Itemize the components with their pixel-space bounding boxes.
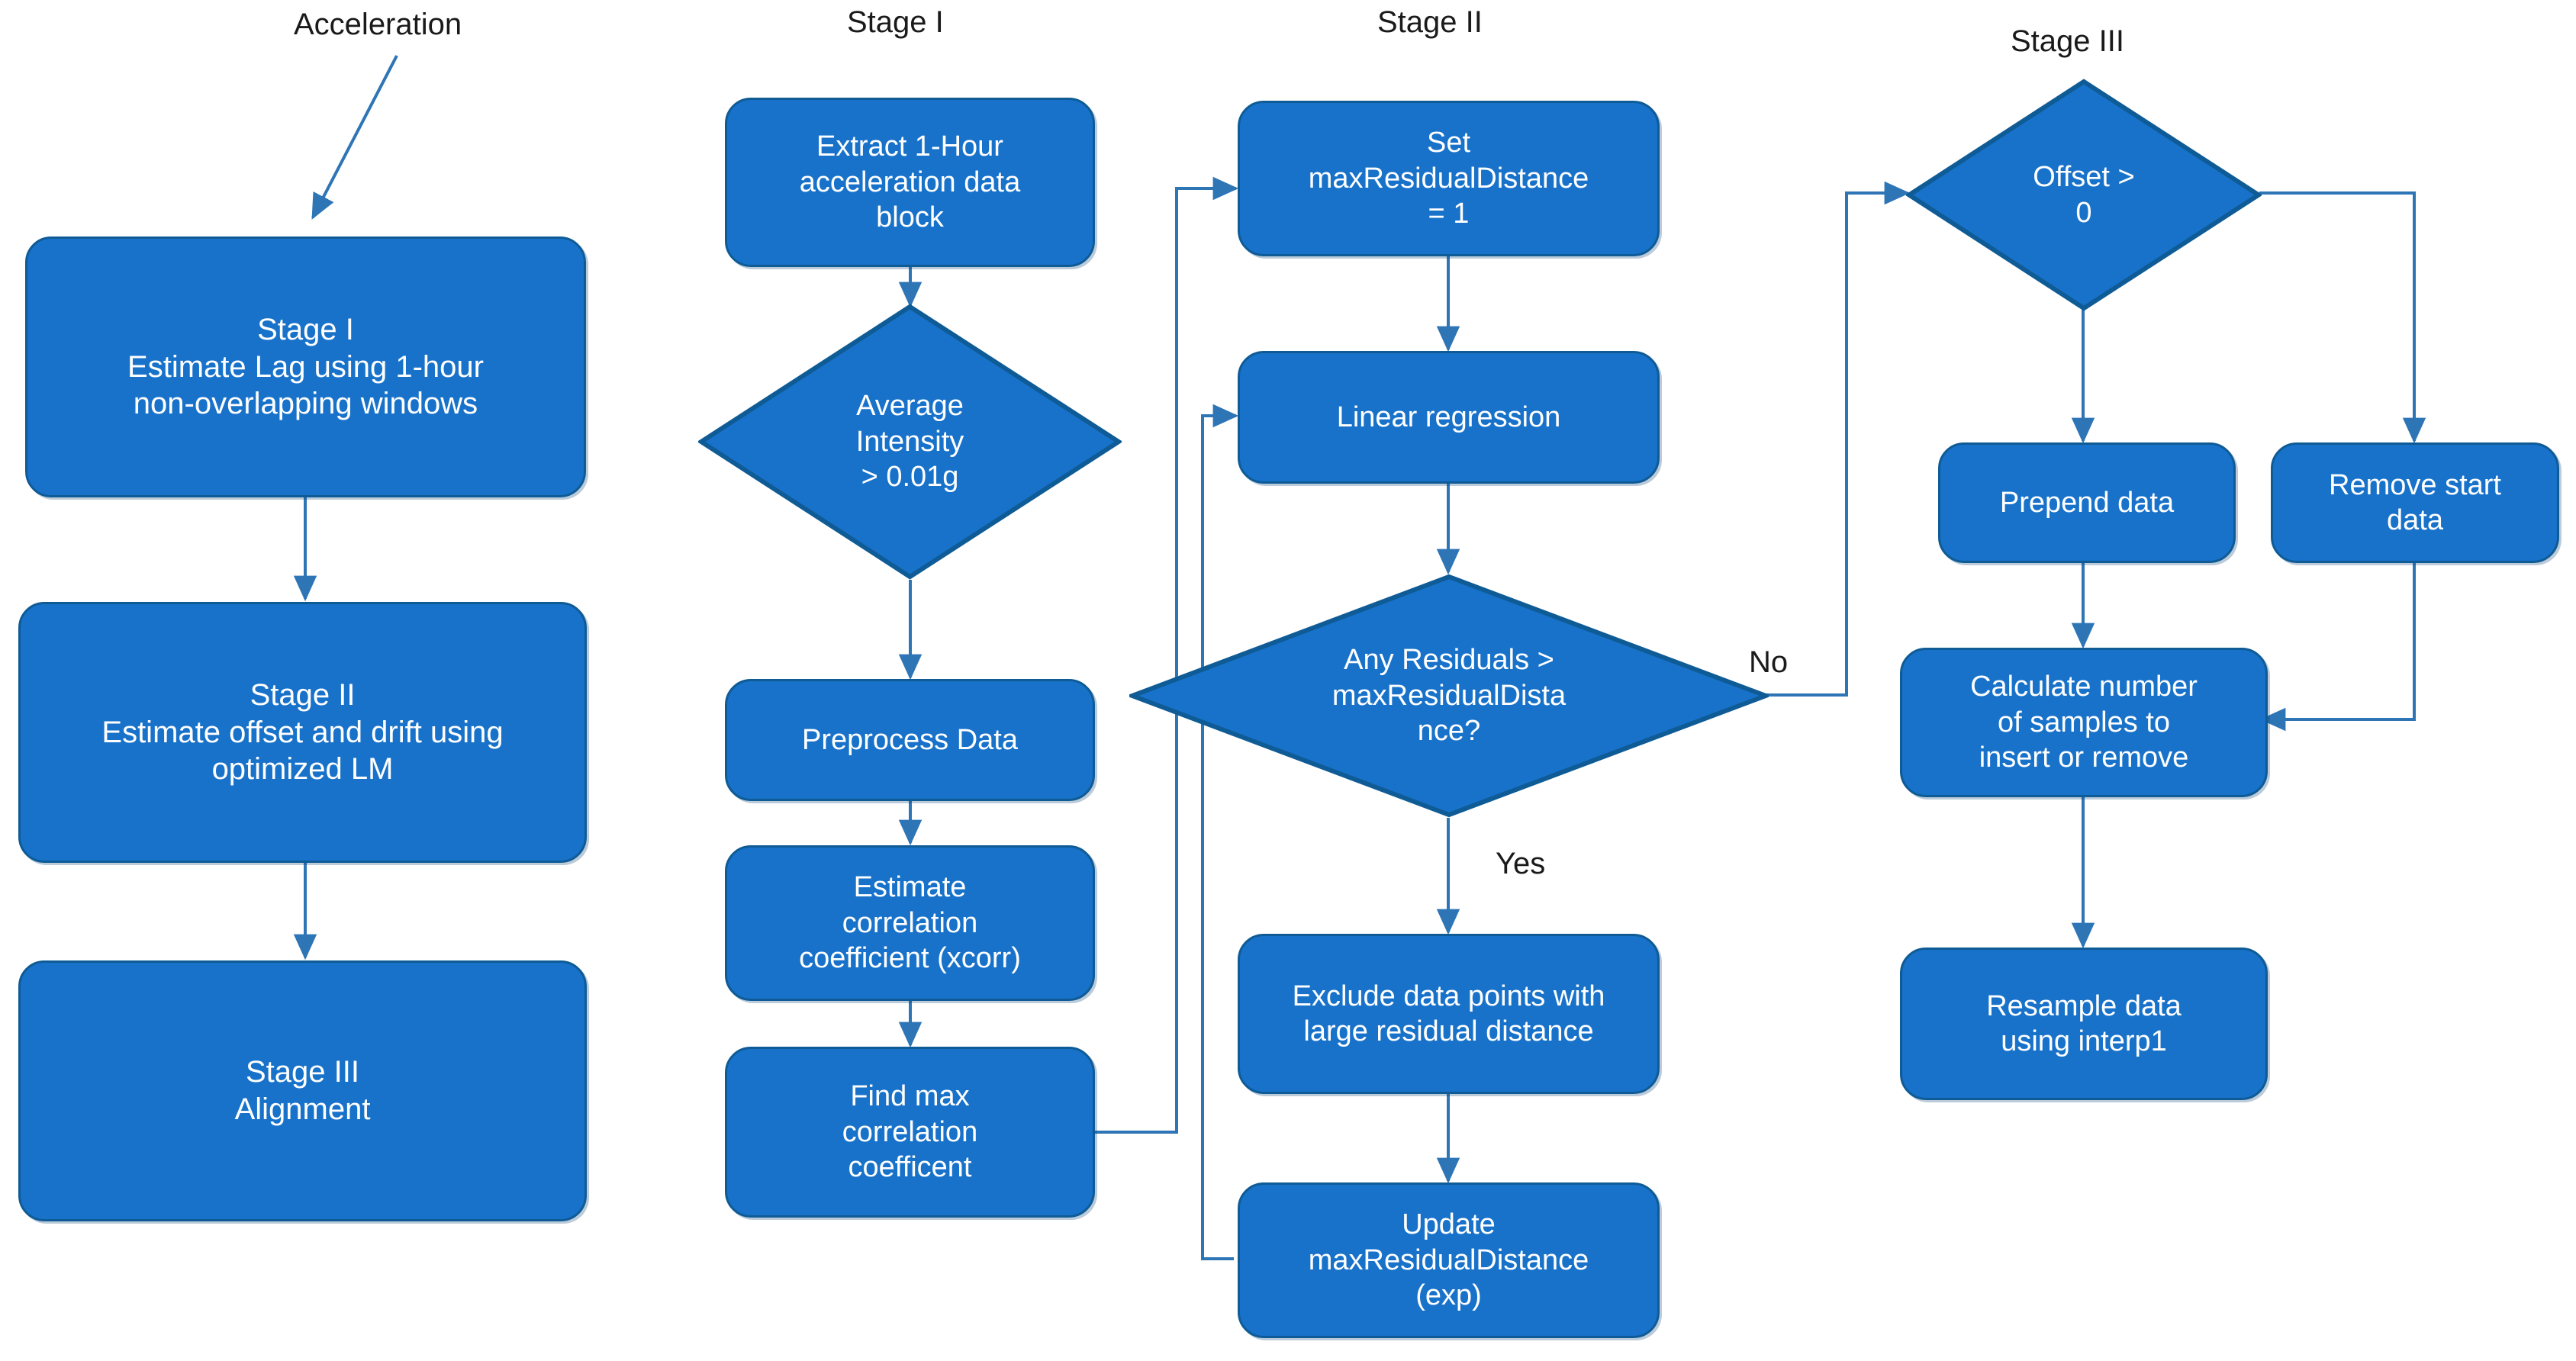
edge-anyres-no-to-offset [1764,181,1911,697]
edge-label-yes: Yes [1496,847,1546,880]
edge-removestart-to-calcsamples [2259,561,2416,732]
node-set-max-residual-distance[interactable]: Set maxResidualDistance = 1 [1238,101,1660,256]
node-linear-regression[interactable]: Linear regression [1238,351,1660,484]
edge-acceleration-to-stage1 [311,55,398,220]
node-remove-start-data[interactable]: Remove start data [2271,442,2559,563]
node-find-max-correlation-coefficent[interactable]: Find max correlation coefficent [725,1047,1095,1218]
stage-title-1: Stage I [847,5,944,39]
node-label: Any Residuals > maxResidualDista nce? [1331,644,1567,748]
diamond-shape [1906,79,2262,311]
node-any-residuals-decision[interactable]: Any Residuals > maxResidualDista nce? [1129,574,1769,818]
node-average-intensity-decision[interactable]: Average Intensity > 0.01g [698,304,1122,580]
edge-label-no: No [1749,645,1789,679]
node-label: Offset > 0 [2033,161,2135,229]
node-label: Average Intensity > 0.01g [855,390,964,494]
node-overview-stage2[interactable]: Stage II Estimate offset and drift using… [18,602,587,863]
node-prepend-data[interactable]: Prepend data [1938,442,2236,563]
node-overview-stage1[interactable]: Stage I Estimate Lag using 1-hour non-ov… [25,236,586,497]
diamond-shape [1129,574,1769,818]
acceleration-caption: Acceleration [294,8,462,41]
stage-title-3: Stage III [2011,24,2124,58]
node-calculate-number-of-samples[interactable]: Calculate number of samples to insert or… [1900,648,2268,797]
edge-update-to-linreg [1201,404,1239,1260]
node-extract-1hour-block[interactable]: Extract 1-Hour acceleration data block [725,98,1095,267]
node-offset-decision[interactable]: Offset > 0 [1906,79,2262,311]
node-estimate-correlation-coefficient[interactable]: Estimate correlation coefficient (xcorr) [725,845,1095,1001]
node-resample-data-interp1[interactable]: Resample data using interp1 [1900,948,2268,1100]
edge-offset-no-to-removestart [2259,191,2426,444]
stage-title-2: Stage II [1377,5,1483,39]
node-exclude-data-points[interactable]: Exclude data points with large residual … [1238,934,1660,1094]
diamond-shape [698,304,1122,580]
node-preprocess-data[interactable]: Preprocess Data [725,679,1095,801]
node-update-max-residual-distance[interactable]: Update maxResidualDistance (exp) [1238,1182,1660,1338]
node-overview-stage3[interactable]: Stage III Alignment [18,960,587,1221]
